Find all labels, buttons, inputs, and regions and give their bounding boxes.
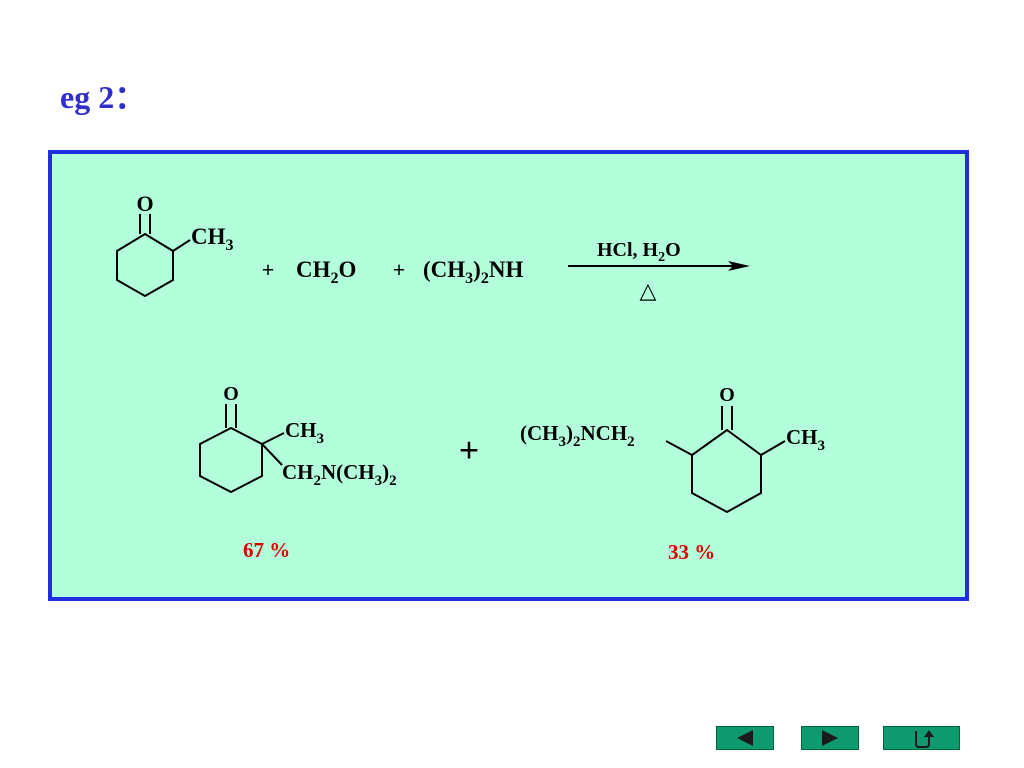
product2-oxygen: O	[719, 384, 735, 406]
product2-yield: 33 %	[668, 540, 716, 564]
reagent-label: HCl, H2O	[597, 239, 681, 265]
left-triangle-icon	[737, 730, 753, 746]
product2-structure	[665, 406, 786, 514]
slide-title: eg 2：	[60, 79, 147, 115]
dimethylamine: (CH3)2NH	[423, 257, 523, 287]
heat-symbol: △	[640, 278, 657, 303]
product1-structure	[199, 404, 285, 494]
product2-methyl: CH3	[786, 425, 825, 454]
product1-oxygen: O	[223, 383, 239, 405]
formaldehyde: CH2O	[296, 257, 356, 287]
return-arrow-icon	[914, 730, 934, 748]
product2-aminomethyl: (CH3)2NCH2	[520, 421, 635, 450]
product1-yield: 67 %	[243, 538, 291, 562]
product1-methyl: CH3	[285, 418, 324, 447]
reactant-oxygen: O	[136, 191, 153, 216]
reaction-panel	[48, 150, 969, 601]
plus-sign-products: +	[459, 430, 480, 470]
reaction-arrow	[568, 261, 750, 271]
reactant-structure	[116, 214, 191, 298]
next-button[interactable]	[801, 726, 859, 750]
previous-button[interactable]	[716, 726, 774, 750]
return-button[interactable]	[883, 726, 960, 750]
product1-aminomethyl: CH2N(CH3)2	[282, 460, 397, 489]
reactant-methyl: CH3	[191, 224, 234, 254]
plus-sign-1: +	[262, 257, 275, 282]
plus-sign-2: +	[393, 257, 406, 282]
right-triangle-icon	[822, 730, 838, 746]
